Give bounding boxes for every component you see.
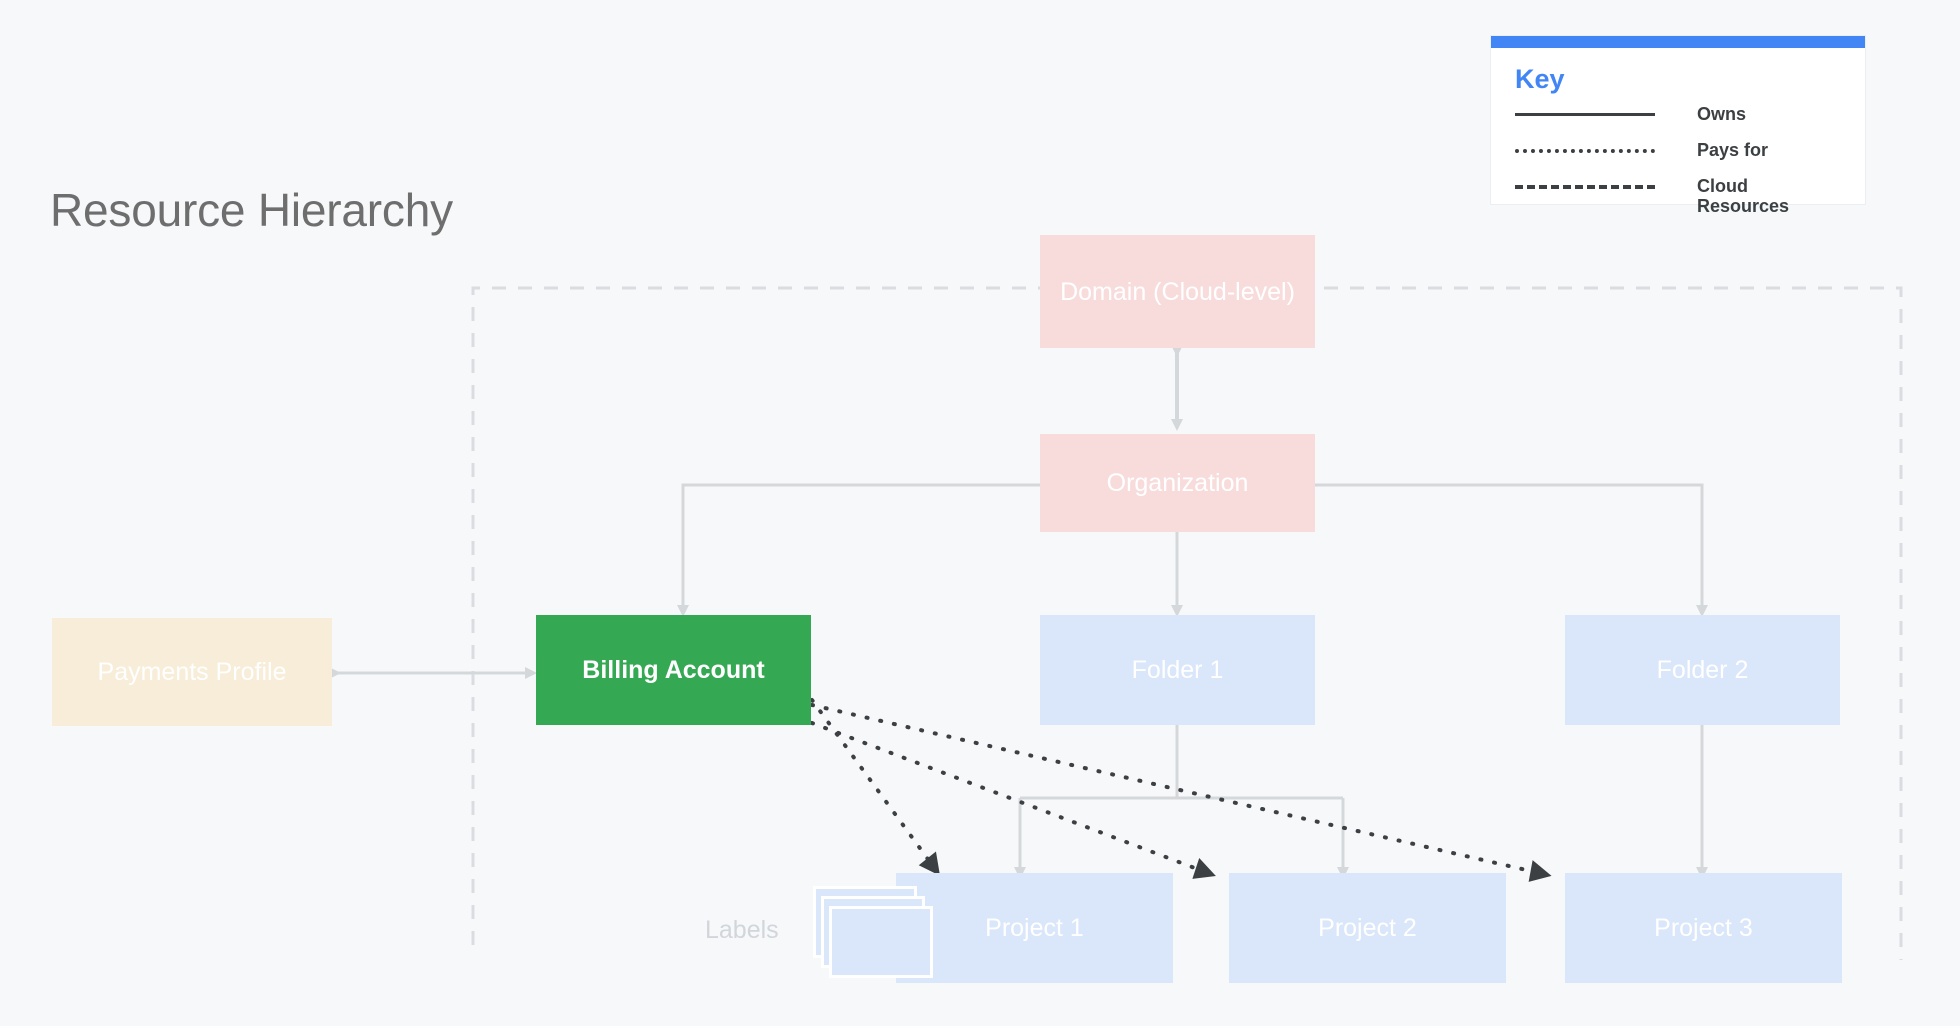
node-project-2-label: Project 2 <box>1318 914 1417 942</box>
wire-billing-pays-project-2 <box>810 721 1216 879</box>
wire-billing-pays-project-3 <box>810 703 1552 882</box>
key-row-pays-for: Pays for <box>1515 140 1843 176</box>
solid-line-icon <box>1515 104 1655 124</box>
node-organization-label: Organization <box>1106 469 1249 497</box>
key-title: Key <box>1515 64 1565 94</box>
key-rows: Owns Pays for Cloud Resources <box>1515 104 1843 216</box>
node-folder-2[interactable]: Folder 2 <box>1565 615 1840 725</box>
page-title: Resource Hierarchy <box>50 184 453 236</box>
node-billing-account[interactable]: Billing Account <box>536 615 811 725</box>
node-project-1[interactable]: Project 1 <box>896 873 1173 983</box>
key-row-cloud-resources: Cloud Resources <box>1515 176 1843 216</box>
labels-stack-icon <box>813 886 933 978</box>
labels-card-front <box>829 906 933 978</box>
node-domain-label: Domain (Cloud-level) <box>1060 277 1295 306</box>
node-billing-account-label: Billing Account <box>582 656 765 684</box>
dotted-line-icon <box>1515 140 1655 160</box>
wire-organization-folder-2 <box>1315 483 1708 617</box>
node-organization[interactable]: Organization <box>1040 434 1315 532</box>
key-row-pays-for-label: Pays for <box>1697 140 1769 160</box>
key-panel: Key Owns Pays for Cloud Resources <box>1491 36 1865 216</box>
labels-caption: Labels <box>705 916 779 944</box>
node-domain[interactable]: Domain (Cloud-level) <box>1040 235 1315 348</box>
node-folder-1[interactable]: Folder 1 <box>1040 615 1315 725</box>
node-project-3[interactable]: Project 3 <box>1565 873 1842 983</box>
node-project-3-label: Project 3 <box>1654 914 1753 942</box>
node-payments-profile[interactable]: Payments Profile <box>52 618 332 726</box>
key-row-owns: Owns <box>1515 104 1843 140</box>
wire-folder-1-projects <box>1014 725 1349 879</box>
dashed-line-icon <box>1515 176 1655 196</box>
node-project-1-label: Project 1 <box>985 914 1084 942</box>
key-body: Key Owns Pays for Cloud Resources <box>1491 48 1865 216</box>
wire-organization-billing-account <box>677 483 1040 617</box>
key-accent-bar <box>1491 36 1865 48</box>
wire-billing-pays-project-1 <box>810 698 941 876</box>
node-folder-2-label: Folder 2 <box>1656 656 1749 684</box>
key-row-owns-label: Owns <box>1697 104 1747 124</box>
node-payments-profile-label: Payments Profile <box>97 658 287 686</box>
node-project-2[interactable]: Project 2 <box>1229 873 1506 983</box>
node-folder-1-label: Folder 1 <box>1131 656 1224 684</box>
key-row-cloud-resources-label: Cloud Resources <box>1697 176 1790 217</box>
